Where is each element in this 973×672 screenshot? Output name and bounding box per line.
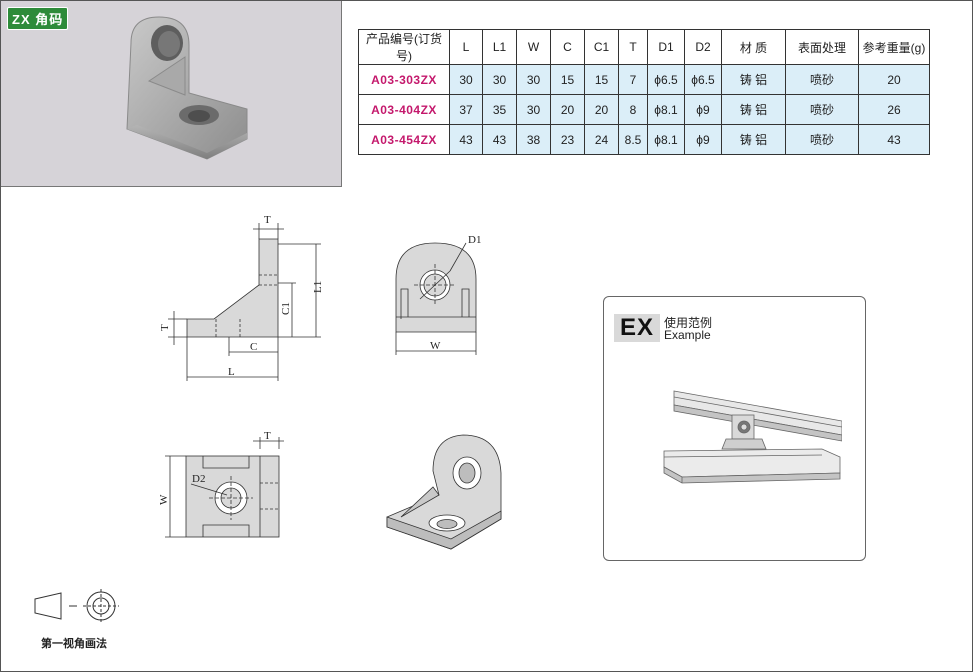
- dim-label-L1: L1: [312, 281, 324, 293]
- header-material: 材 质: [721, 29, 786, 65]
- dim-label-W: W: [430, 340, 441, 352]
- dim-label-D1: D1: [468, 234, 481, 246]
- example-box: EX 使用范例 Example: [603, 296, 866, 561]
- product-tag: ZX 角码: [7, 7, 69, 30]
- table-cell: 8: [618, 94, 648, 125]
- table-cell: 38: [516, 124, 551, 155]
- product-photo: [126, 16, 248, 160]
- table-cell: 20: [550, 94, 585, 125]
- table-cell: ϕ6.5: [684, 64, 722, 95]
- dim-label-T-side: T: [159, 324, 171, 331]
- table-cell: 30: [449, 64, 483, 95]
- header-L1: L1: [482, 29, 517, 65]
- product-code-cell: A03-303ZX: [358, 64, 450, 95]
- table-cell: 37: [449, 94, 483, 125]
- table-cell: 7: [618, 64, 648, 95]
- table-cell: 30: [516, 64, 551, 95]
- table-row: A03-303ZX 30 30 30 15 15 7 ϕ6.5 ϕ6.5 铸 铝…: [358, 64, 930, 95]
- table-cell: 26: [858, 94, 930, 125]
- header-L: L: [449, 29, 483, 65]
- product-code-cell: A03-404ZX: [358, 94, 450, 125]
- table-row: A03-454ZX 43 43 38 23 24 8.5 ϕ8.1 ϕ9 铸 铝…: [358, 124, 930, 155]
- table-cell: 30: [516, 94, 551, 125]
- table-cell: 24: [584, 124, 619, 155]
- table-cell: 43: [858, 124, 930, 155]
- table-cell: ϕ8.1: [647, 124, 685, 155]
- example-title-en: Example: [664, 328, 711, 342]
- header-product-code: 产品编号(订货号): [358, 29, 450, 65]
- table-row: A03-404ZX 37 35 30 20 20 8 ϕ8.1 ϕ9 铸 铝 喷…: [358, 94, 930, 125]
- header-weight: 参考重量(g): [858, 29, 930, 65]
- top-view-drawing: T D2 W: [158, 430, 284, 538]
- table-cell: 43: [449, 124, 483, 155]
- example-title-cn: 使用范例: [664, 316, 713, 330]
- table-cell: 喷砂: [785, 64, 859, 95]
- table-cell: 20: [858, 64, 930, 95]
- header-W: W: [516, 29, 551, 65]
- table-cell: ϕ6.5: [647, 64, 685, 95]
- table-cell: 15: [550, 64, 585, 95]
- side-view-drawing: T L1 C1 L C T: [159, 214, 324, 381]
- table-cell: 铸 铝: [721, 124, 786, 155]
- table-cell: 喷砂: [785, 124, 859, 155]
- front-view-drawing: D1 W: [395, 234, 481, 355]
- example-illustration: [663, 390, 842, 484]
- example-badge: EX: [614, 314, 660, 342]
- table-cell: 30: [482, 64, 517, 95]
- table-cell: ϕ8.1: [647, 94, 685, 125]
- header-D2: D2: [684, 29, 722, 65]
- table-cell: 20: [584, 94, 619, 125]
- product-photo-panel: ZX 角码: [1, 1, 342, 187]
- header-C: C: [550, 29, 585, 65]
- isometric-drawing: [386, 434, 502, 550]
- header-T: T: [618, 29, 648, 65]
- table-cell: 35: [482, 94, 517, 125]
- dim-label-D2: D2: [192, 473, 205, 485]
- dim-label-C1: C1: [280, 302, 292, 315]
- table-header-row: 产品编号(订货号) L L1 W C C1 T D1 D2 材 质 表面处理 参…: [358, 29, 930, 65]
- dim-label-T: T: [264, 214, 271, 226]
- table-cell: 8.5: [618, 124, 648, 155]
- dim-label-T-top: T: [264, 430, 271, 442]
- header-D1: D1: [647, 29, 685, 65]
- header-C1: C1: [584, 29, 619, 65]
- table-cell: 铸 铝: [721, 64, 786, 95]
- spec-table: 产品编号(订货号) L L1 W C C1 T D1 D2 材 质 表面处理 参…: [358, 29, 930, 155]
- dim-label-L: L: [228, 366, 235, 378]
- table-cell: 喷砂: [785, 94, 859, 125]
- product-code-cell: A03-454ZX: [358, 124, 450, 155]
- table-cell: 铸 铝: [721, 94, 786, 125]
- dim-label-W-top: W: [158, 494, 170, 505]
- table-cell: ϕ9: [684, 124, 722, 155]
- dim-label-C: C: [250, 341, 257, 353]
- table-cell: ϕ9: [684, 94, 722, 125]
- table-cell: 23: [550, 124, 585, 155]
- table-cell: 15: [584, 64, 619, 95]
- projection-label: 第一视角画法: [41, 638, 107, 650]
- table-cell: 43: [482, 124, 517, 155]
- header-surface: 表面处理: [785, 29, 859, 65]
- first-angle-projection-icon: [34, 589, 119, 623]
